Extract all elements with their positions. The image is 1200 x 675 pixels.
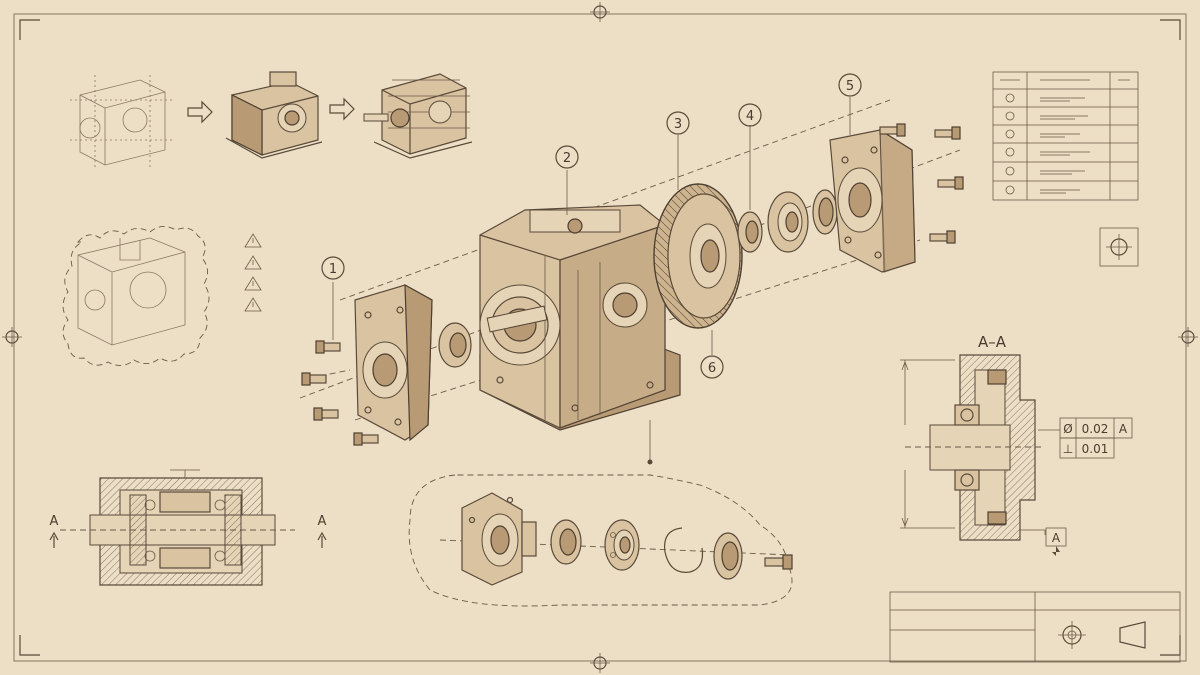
block-model <box>225 71 323 159</box>
arrow-right-icon <box>329 97 355 121</box>
callout-6: 6 <box>700 355 724 379</box>
bearing <box>767 191 809 253</box>
callout-4: 4 <box>738 103 762 127</box>
svg-text:A: A <box>50 514 59 529</box>
washer-detail <box>713 532 743 580</box>
retaining-ring <box>664 527 704 573</box>
svg-text:A: A <box>1119 422 1128 436</box>
spacer-ring <box>737 211 763 253</box>
callout-1: 1 <box>321 256 345 280</box>
detail-callout-boundary <box>408 420 793 607</box>
wireframe-sketch <box>70 75 175 170</box>
feature-control-frame: Ø 0.02 A ⊥ 0.01 <box>1059 417 1133 459</box>
section-title: A–A <box>978 333 1007 351</box>
warning-icon <box>244 233 262 312</box>
target-symbol-icon <box>1099 227 1139 267</box>
svg-text:5: 5 <box>846 79 854 94</box>
concept-progression <box>70 71 473 170</box>
callout-3: 3 <box>666 111 690 135</box>
bolt-set-right <box>879 123 964 244</box>
svg-text:0.02: 0.02 <box>1082 422 1109 436</box>
o-ring <box>812 189 838 235</box>
callout-2: 2 <box>555 145 579 169</box>
callout-5: 5 <box>838 73 862 97</box>
projection-symbol-icon <box>1058 621 1146 649</box>
section-cut-marker-left: A <box>49 514 59 548</box>
section-cut-marker-right: A <box>317 514 327 548</box>
svg-text:3: 3 <box>674 117 682 132</box>
left-cover-plate <box>354 283 433 442</box>
seal-ring <box>438 322 472 368</box>
detailed-model <box>363 73 473 159</box>
arrow-right-icon <box>187 100 213 124</box>
svg-text:2: 2 <box>563 151 571 166</box>
svg-text:1: 1 <box>329 262 337 277</box>
seal-ring-detail <box>550 519 582 565</box>
svg-text:0.01: 0.01 <box>1082 442 1109 456</box>
svg-text:4: 4 <box>746 109 754 124</box>
callout-balloons: 1 2 3 4 5 6 <box>321 73 862 379</box>
flange-housing <box>461 492 537 586</box>
svg-text:Ø: Ø <box>1063 422 1072 436</box>
bearing-detail <box>604 519 640 571</box>
revision-cloud <box>62 226 210 366</box>
right-end-cover <box>829 128 916 273</box>
svg-text:A: A <box>318 514 327 529</box>
svg-text:A: A <box>1052 531 1061 545</box>
section-view-aa: A–A <box>900 333 1060 541</box>
spur-gear <box>653 183 743 329</box>
datum-feature-symbol: A <box>1045 527 1067 556</box>
title-block <box>889 591 1181 663</box>
detail-parts-row <box>439 492 793 586</box>
gearbox-housing <box>479 204 681 431</box>
svg-text:6: 6 <box>708 361 716 376</box>
parts-list-table <box>992 71 1139 201</box>
bolt-set-left <box>301 340 379 446</box>
svg-text:⊥: ⊥ <box>1063 442 1073 456</box>
bolt-detail <box>764 554 793 570</box>
cross-section-view <box>60 469 295 586</box>
